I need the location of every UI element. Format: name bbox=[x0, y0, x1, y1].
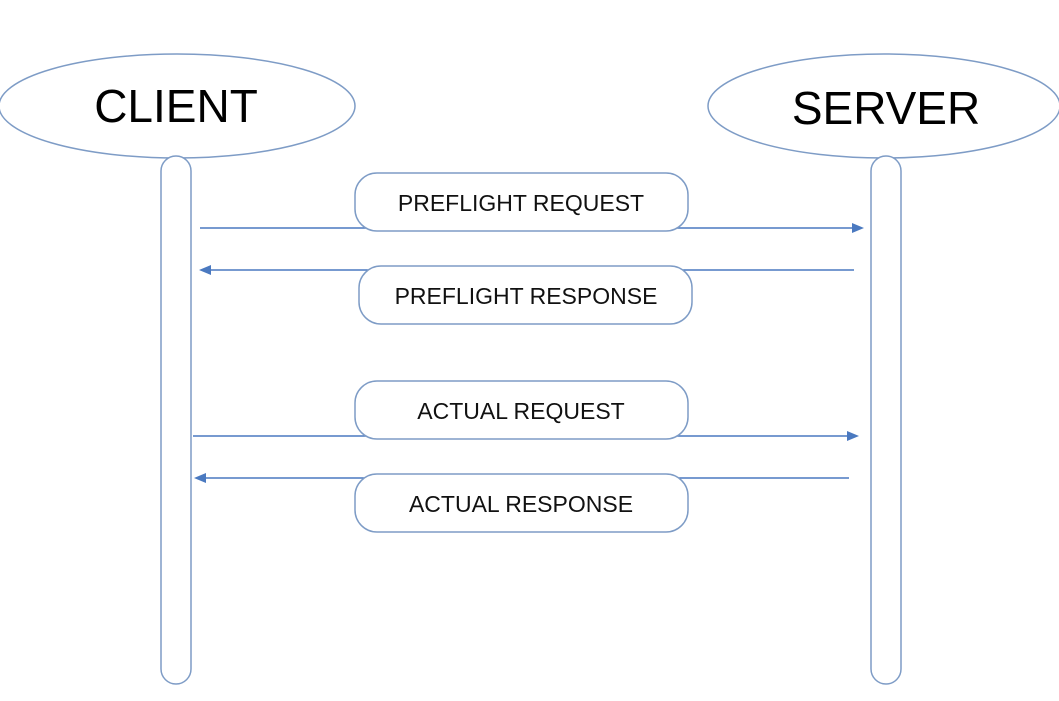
preflight-request-label: PREFLIGHT REQUEST bbox=[398, 190, 644, 216]
preflight-response-label: PREFLIGHT RESPONSE bbox=[395, 283, 658, 309]
actual-response-label: ACTUAL RESPONSE bbox=[409, 491, 633, 517]
preflight-request-message: PREFLIGHT REQUEST bbox=[200, 172, 864, 233]
preflight-request-box bbox=[354, 172, 689, 232]
actual-request-box bbox=[354, 380, 689, 440]
arrowhead-right-icon bbox=[852, 223, 864, 233]
client-lifeline bbox=[160, 155, 192, 685]
actual-response-message: ACTUAL RESPONSE bbox=[194, 473, 849, 533]
actual-request-label: ACTUAL REQUEST bbox=[417, 398, 624, 424]
client-label: CLIENT bbox=[94, 80, 258, 132]
preflight-response-message: PREFLIGHT RESPONSE bbox=[199, 265, 854, 325]
preflight-response-box bbox=[358, 265, 693, 325]
arrowhead-left-icon bbox=[194, 473, 206, 483]
arrowhead-left-icon bbox=[199, 265, 211, 275]
actual-response-box bbox=[354, 473, 689, 533]
client-actor: CLIENT bbox=[0, 53, 356, 159]
server-label: SERVER bbox=[792, 82, 980, 134]
arrowhead-right-icon bbox=[847, 431, 859, 441]
server-lifeline bbox=[870, 155, 902, 685]
actual-request-message: ACTUAL REQUEST bbox=[193, 380, 859, 441]
server-actor: SERVER bbox=[707, 53, 1059, 159]
